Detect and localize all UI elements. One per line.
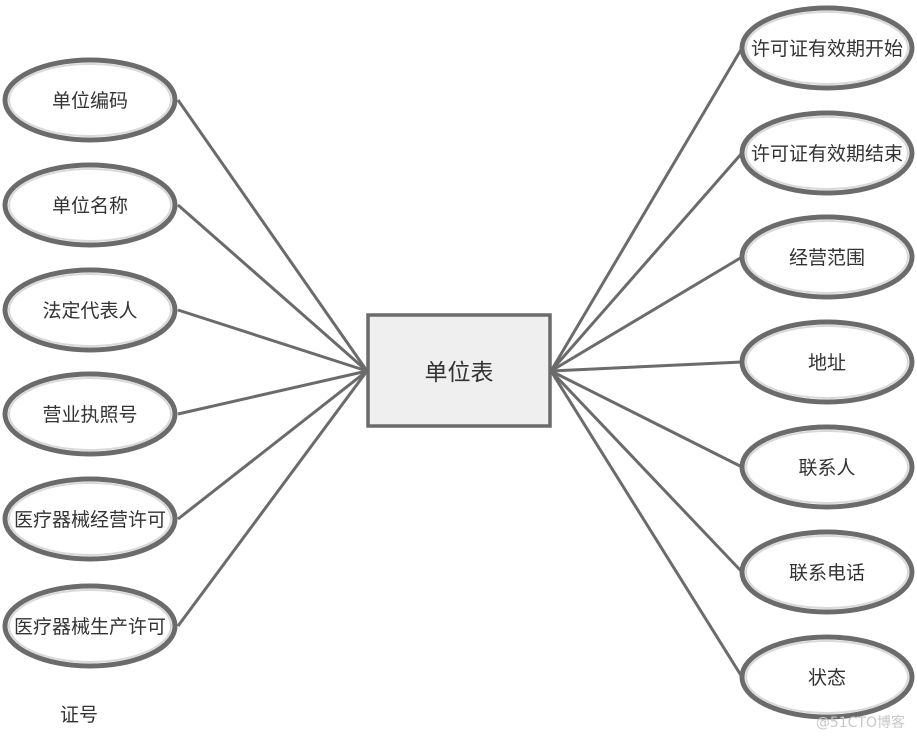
attribute-label: 医疗器械生产许可 <box>14 616 166 638</box>
connector-line <box>550 369 743 469</box>
attribute-ellipse: 状态 <box>739 634 915 720</box>
overflow-text: 证号 <box>60 704 99 726</box>
connector-line <box>177 308 368 373</box>
attribute-label: 许可证有效期结束 <box>751 143 903 165</box>
watermark: @51CTO博客 <box>815 715 905 731</box>
connector-line <box>177 369 368 416</box>
attribute-ellipse: 许可证有效期开始 <box>739 5 915 91</box>
entity-box: 单位表 <box>366 313 552 428</box>
attribute-ellipse: 营业执照号 <box>2 371 178 457</box>
attribute-ellipse: 许可证有效期结束 <box>739 110 915 196</box>
attribute-ellipse: 医疗器械经营许可 <box>2 476 178 562</box>
attribute-label: 地址 <box>808 352 846 374</box>
attribute-label: 联系人 <box>798 457 855 479</box>
connector-line <box>549 370 744 678</box>
attribute-ellipse: 联系人 <box>739 424 915 510</box>
attribute-ellipse: 单位名称 <box>2 162 178 248</box>
connector-line <box>549 369 744 574</box>
attribute-label: 经营范围 <box>789 247 865 269</box>
connector-line <box>177 369 368 521</box>
attribute-label: 单位编码 <box>52 90 128 112</box>
attribute-ellipse: 法定代表人 <box>2 267 178 353</box>
connector-line <box>176 99 369 372</box>
connector-line <box>549 152 744 372</box>
connector-line <box>550 360 743 373</box>
connector-line <box>177 203 368 373</box>
attribute-ellipse: 医疗器械生产许可 <box>2 583 178 669</box>
attribute-ellipse: 经营范围 <box>739 214 915 300</box>
connector-line <box>550 255 743 373</box>
attribute-label: 医疗器械经营许可 <box>14 509 166 531</box>
connector-line <box>549 47 744 372</box>
connector-lines <box>176 47 744 678</box>
attribute-label: 单位名称 <box>52 195 128 217</box>
attribute-label: 联系电话 <box>789 562 865 584</box>
attribute-ellipse: 联系电话 <box>739 529 915 615</box>
attribute-ellipse: 地址 <box>739 319 915 405</box>
attribute-label: 营业执照号 <box>42 404 137 426</box>
entity-label: 单位表 <box>425 360 494 386</box>
attribute-label: 法定代表人 <box>42 300 137 322</box>
attribute-label: 许可证有效期开始 <box>751 38 903 60</box>
connector-line <box>176 370 369 627</box>
attribute-ellipse: 单位编码 <box>2 57 178 143</box>
attribute-label: 状态 <box>808 667 846 689</box>
